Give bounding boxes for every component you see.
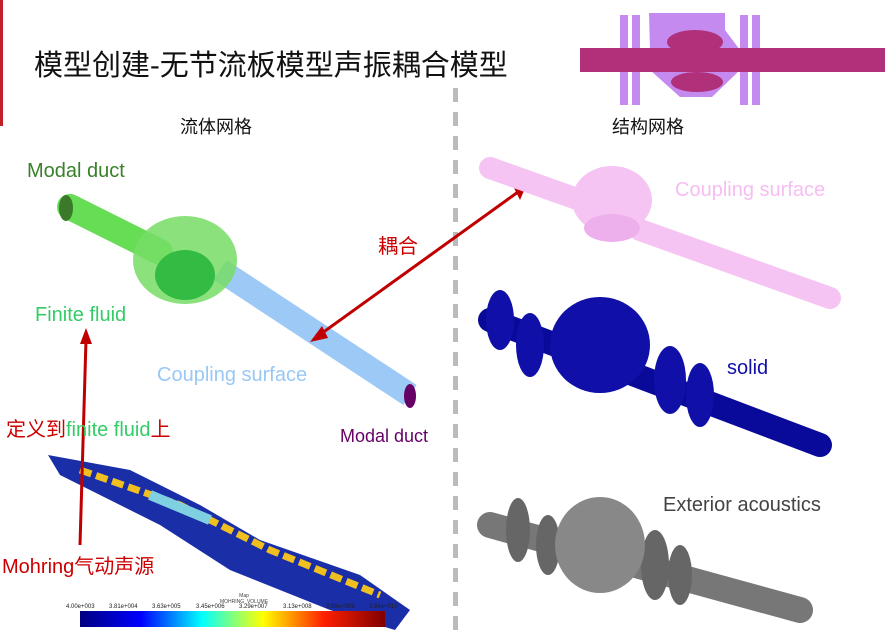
- valve-section-image: [580, 13, 885, 105]
- colorbar-tick: 3.13e+008: [283, 604, 312, 610]
- coupling-surface-label-right: Coupling surface: [675, 179, 826, 201]
- coupling-arrow: [78, 186, 526, 546]
- fluid-mesh-heading: 流体网格: [180, 117, 252, 137]
- modal-duct-label-bottom: Modal duct: [340, 426, 429, 446]
- modal-duct-label-top: Modal duct: [27, 160, 125, 182]
- finite-fluid-label: Finite fluid: [35, 304, 127, 326]
- coupling-label: 耦合: [378, 236, 418, 258]
- colorbar-title-line1: Map: [239, 593, 249, 599]
- colorbar-title-line2: MOHRING_VOLUME: [220, 599, 269, 605]
- slide-title: 模型创建-无节流板模型声振耦合模型: [34, 48, 508, 82]
- coupling-surface-label-left: Coupling surface: [157, 364, 308, 386]
- structure-mesh-heading: 结构网格: [612, 117, 684, 137]
- colorbar-tick: 4.00e+003: [66, 604, 95, 610]
- accent-bar: [0, 0, 3, 126]
- colorbar-tick: 3.63e+005: [152, 604, 181, 610]
- definition-annotation: 定义到finite fluid上: [6, 413, 171, 442]
- colorbar-tick: 3.29e+007: [239, 604, 268, 610]
- exterior-acoustics-image: [477, 497, 813, 623]
- colorbar-tick: 3.81e+004: [109, 604, 138, 610]
- colorbar-tick: 3.45e+006: [196, 604, 225, 610]
- annotation-part3: 上: [150, 419, 171, 441]
- solid-image: [478, 290, 832, 457]
- mohring-source-label: Mohring气动声源: [2, 556, 155, 578]
- fluid-mesh-image: [57, 194, 417, 408]
- annotation-part1: 定义到: [6, 419, 66, 441]
- colorbar-tick: 2.84e+010: [369, 604, 398, 610]
- structure-coupling-image: [479, 157, 841, 309]
- colorbar-tick: 2.98e+009: [326, 604, 355, 610]
- exterior-acoustics-label: Exterior acoustics: [663, 494, 821, 516]
- mohring-source-image: [48, 455, 410, 630]
- dashed-divider: [453, 88, 458, 638]
- colorbar: [80, 611, 385, 627]
- solid-label: solid: [727, 357, 769, 379]
- annotation-part2: finite fluid: [66, 419, 151, 441]
